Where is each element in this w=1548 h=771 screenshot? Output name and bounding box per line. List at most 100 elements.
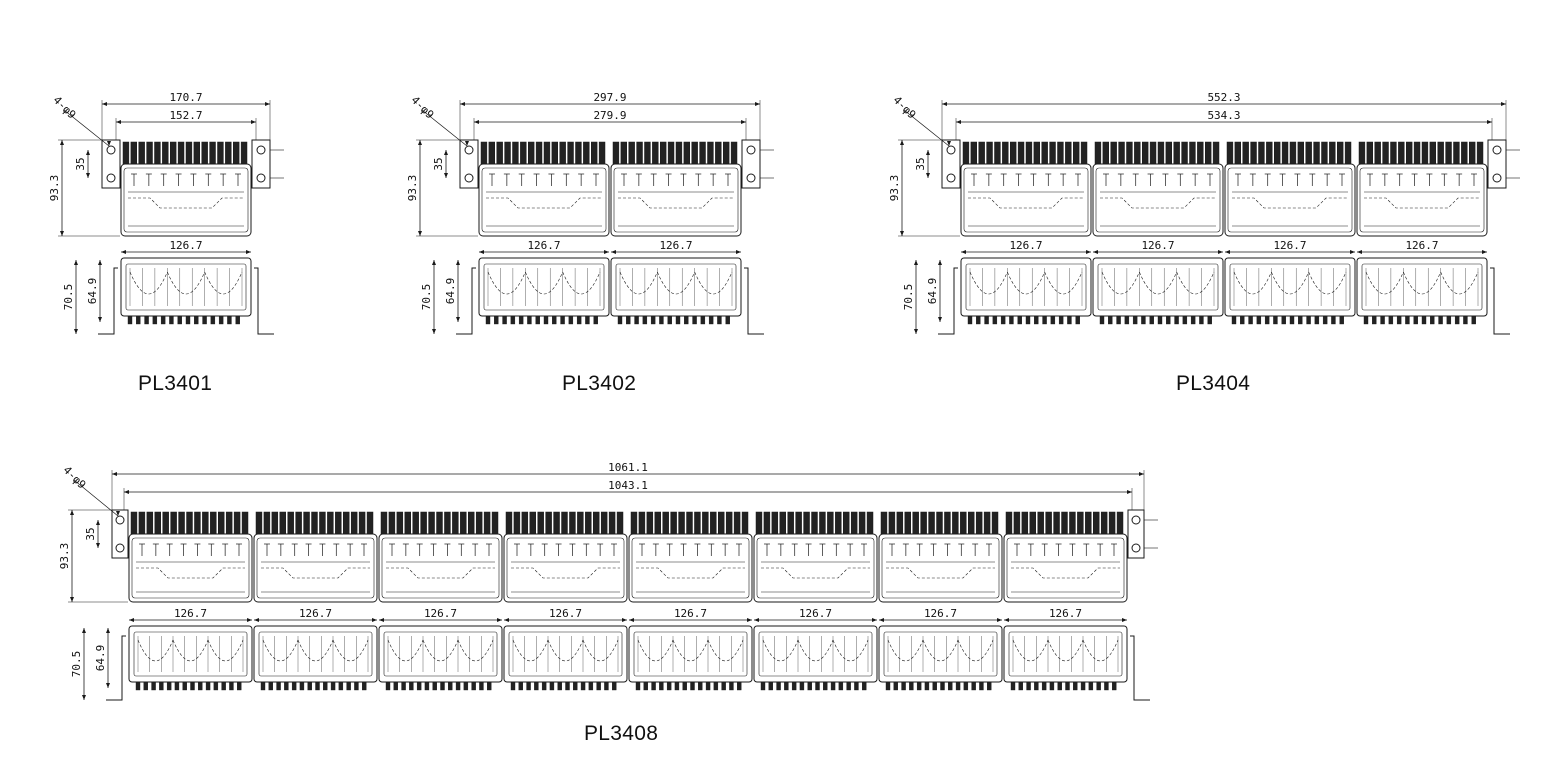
front-module	[960, 141, 1092, 237]
left-mounting-bracket	[101, 139, 121, 189]
heatsink-fins	[880, 511, 999, 535]
side-view: 126.7	[98, 239, 274, 335]
front-module	[1224, 141, 1356, 237]
side-fins	[635, 681, 742, 691]
right-side-bracket	[744, 267, 764, 335]
front-module	[478, 141, 610, 237]
mount-hole-icon	[746, 173, 756, 183]
module-width-dim: 126.7	[799, 607, 832, 620]
side-inner-height-dim: 64.9	[94, 645, 107, 672]
side-module: 126.7	[1092, 239, 1224, 325]
side-fins	[1010, 681, 1117, 691]
heatsink-fins	[1226, 141, 1352, 165]
right-mounting-bracket	[1487, 139, 1507, 189]
height-dim: 93.3	[58, 543, 71, 570]
right-mounting-bracket	[251, 139, 271, 189]
module-width-dim: 126.7	[1009, 239, 1042, 252]
side-module: 126.7	[478, 239, 610, 325]
side-module: 126.7	[503, 607, 628, 691]
front-view	[101, 139, 284, 237]
mount-width-dim: 534.3	[1207, 109, 1240, 122]
side-module: 126.7	[253, 607, 378, 691]
right-mounting-bracket	[741, 139, 761, 189]
front-module	[753, 511, 878, 603]
mount-hole-icon	[1492, 173, 1502, 183]
side-height-dim: 70.5	[420, 284, 433, 311]
side-fins	[385, 681, 492, 691]
right-side-bracket	[1490, 267, 1510, 335]
side-fins	[967, 315, 1080, 325]
mount-hole-icon	[115, 543, 125, 553]
hole-spacing-dim: 35	[914, 157, 927, 170]
front-module	[1092, 141, 1224, 237]
module-width-dim: 126.7	[1273, 239, 1306, 252]
model-label-pl3404: PL3404	[1176, 372, 1251, 395]
front-view	[941, 139, 1520, 237]
side-module: 126.7	[120, 239, 252, 325]
front-module	[878, 511, 1003, 603]
side-fins	[1363, 315, 1476, 325]
front-view	[459, 139, 774, 237]
side-fins	[485, 315, 598, 325]
right-side-bracket	[1130, 635, 1150, 701]
side-module: 126.7	[628, 607, 753, 691]
side-fins	[885, 681, 992, 691]
heatsink-fins	[130, 511, 249, 535]
hole-spacing-dim: 35	[74, 157, 87, 170]
overall-width-dim: 552.3	[1207, 91, 1240, 104]
side-fins	[1231, 315, 1344, 325]
side-fins	[127, 315, 240, 325]
front-module	[128, 511, 253, 603]
right-side-bracket	[254, 267, 274, 335]
module-width-dim: 126.7	[1141, 239, 1174, 252]
module-width-dim: 126.7	[1405, 239, 1438, 252]
side-module: 126.7	[878, 607, 1003, 691]
side-fins	[617, 315, 730, 325]
front-module	[503, 511, 628, 603]
left-side-bracket	[106, 635, 126, 701]
side-height-dim: 70.5	[902, 284, 915, 311]
height-dim: 93.3	[406, 175, 419, 202]
side-height-dim: 70.5	[62, 284, 75, 311]
side-fins	[760, 681, 867, 691]
heatsink-fins	[612, 141, 738, 165]
side-view: 126.7 126.7 126.7 126.7	[938, 239, 1510, 335]
side-fins	[260, 681, 367, 691]
module-width-dim: 126.7	[674, 607, 707, 620]
heatsink-fins	[1094, 141, 1220, 165]
front-module	[120, 141, 252, 237]
mount-hole-icon	[464, 145, 474, 155]
hole-spacing-dim: 35	[432, 157, 445, 170]
heatsink-fins	[630, 511, 749, 535]
model-label-pl3402: PL3402	[562, 372, 637, 395]
model-label-pl3408: PL3408	[584, 722, 659, 745]
mount-hole-icon	[1492, 145, 1502, 155]
side-inner-height-dim: 64.9	[86, 278, 99, 305]
mount-hole-icon	[1131, 543, 1141, 553]
module-width-dim: 126.7	[174, 607, 207, 620]
hole-callout: 4-φ9	[891, 94, 919, 122]
side-module: 126.7	[1224, 239, 1356, 325]
height-dim: 93.3	[888, 175, 901, 202]
heatsink-fins	[962, 141, 1088, 165]
hole-callout: 4-φ9	[409, 94, 437, 122]
side-inner-height-dim: 64.9	[444, 278, 457, 305]
front-module	[628, 511, 753, 603]
mount-hole-icon	[106, 173, 116, 183]
left-side-bracket	[456, 267, 476, 335]
hole-callout: 4-φ9	[51, 94, 79, 122]
mount-hole-icon	[946, 173, 956, 183]
front-view	[111, 509, 1158, 603]
module-width-dim: 126.7	[169, 239, 202, 252]
side-fins	[1099, 315, 1212, 325]
height-dim: 93.3	[48, 175, 61, 202]
front-module	[1003, 511, 1128, 603]
mount-hole-icon	[746, 145, 756, 155]
mount-width-dim: 1043.1	[608, 479, 648, 492]
